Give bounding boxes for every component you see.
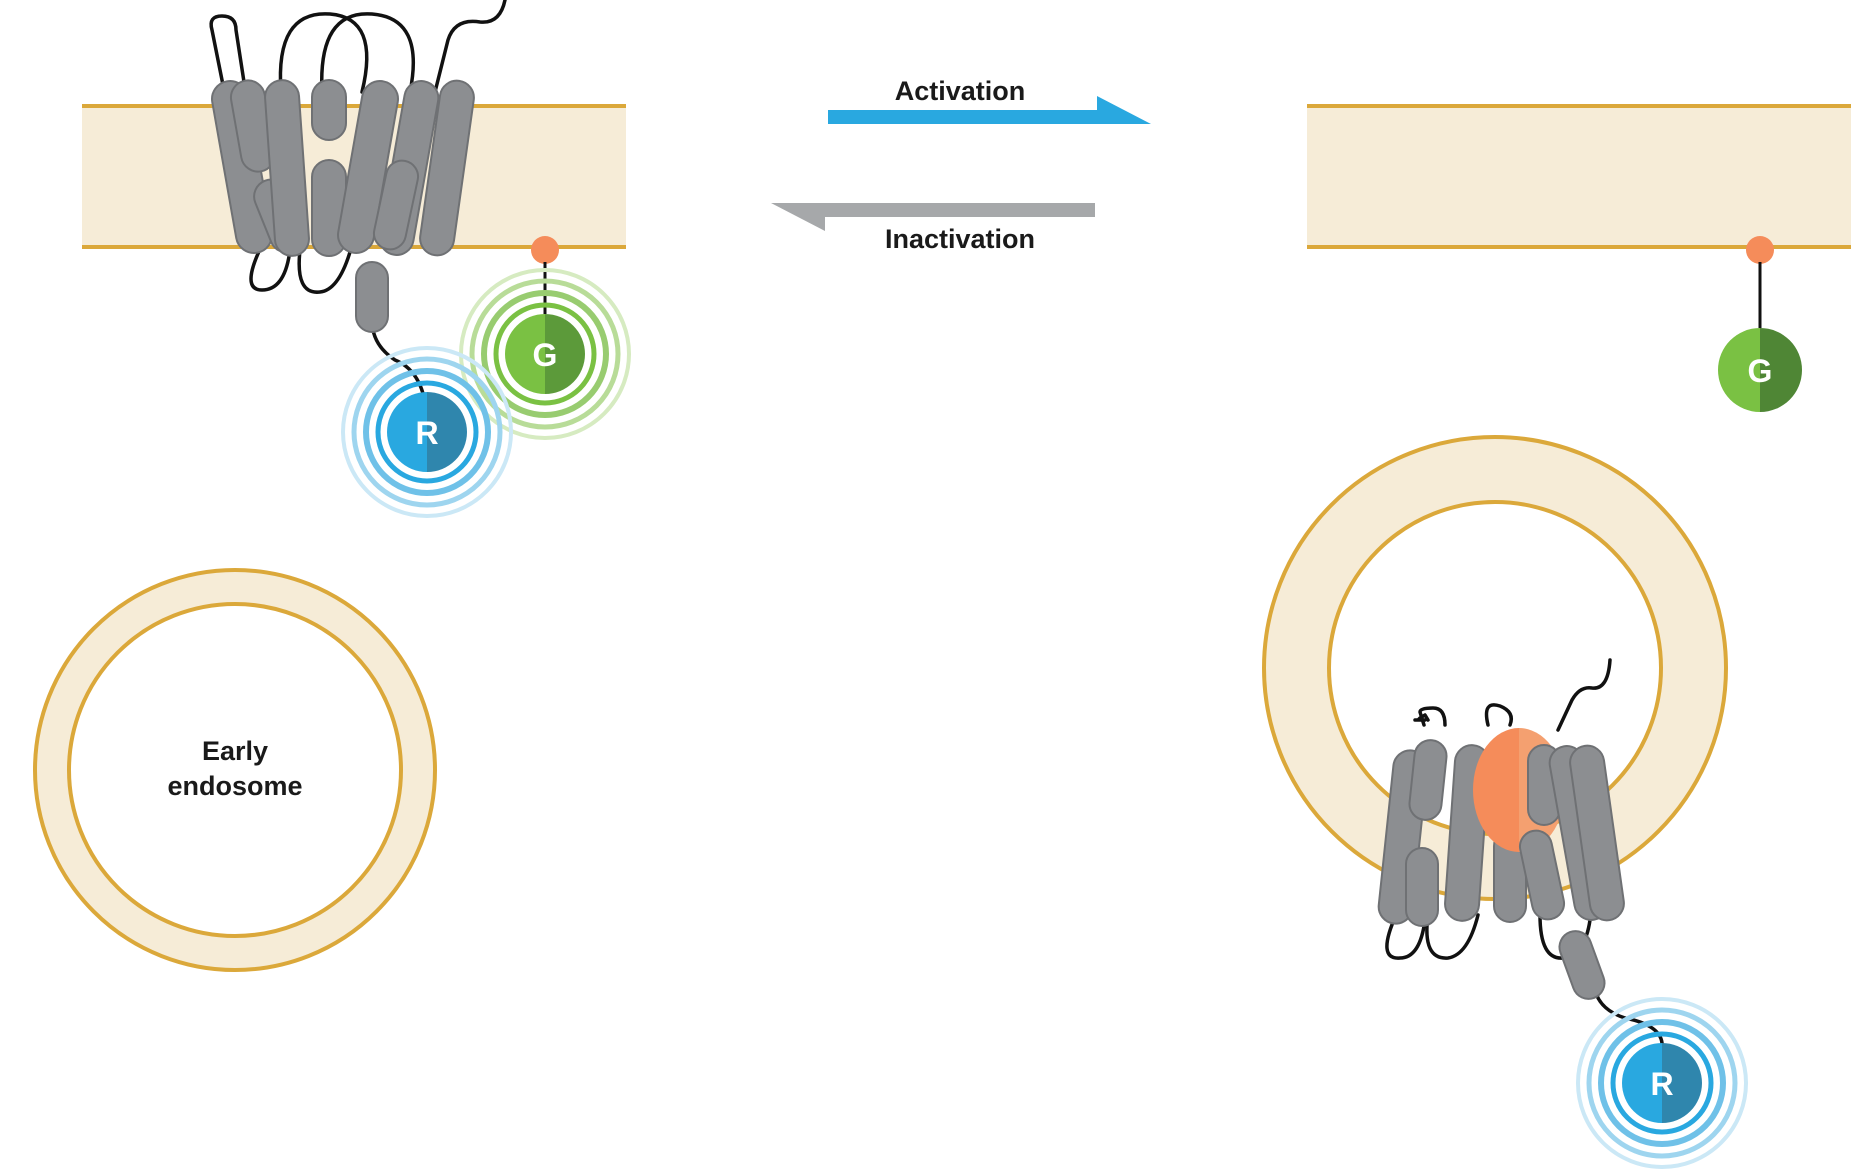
g-protein-label-left: G — [533, 337, 558, 373]
left-state: G R Early endosome — [33, 0, 631, 972]
g-protein-right: G — [1718, 328, 1802, 412]
right-state: G — [1262, 104, 1851, 1169]
r-protein-label-left: R — [415, 415, 438, 451]
activation-label: Activation — [895, 76, 1026, 106]
lipid-anchor-right — [1746, 236, 1774, 328]
lipid-anchor-left — [531, 236, 559, 314]
plasma-membrane-right — [1307, 104, 1851, 249]
endosome-label-line2: endosome — [167, 771, 302, 801]
gpcr-receptor-left — [211, 79, 475, 333]
gpcr-receptor-right-front — [1518, 744, 1625, 1000]
inactivation-arrow: Inactivation — [771, 203, 1095, 254]
r-protein-label-right: R — [1650, 1066, 1673, 1102]
g-protein-label-right: G — [1748, 353, 1773, 389]
r-protein-right: R — [1576, 997, 1748, 1169]
inactivation-label: Inactivation — [885, 224, 1035, 254]
r-protein-left: R — [341, 346, 513, 518]
early-endosome-left: Early endosome — [33, 568, 437, 972]
g-protein-left: G — [459, 268, 631, 440]
endosome-label-line1: Early — [202, 736, 268, 766]
activation-arrow: Activation — [828, 76, 1151, 124]
receptor-loops-left — [209, 0, 507, 422]
